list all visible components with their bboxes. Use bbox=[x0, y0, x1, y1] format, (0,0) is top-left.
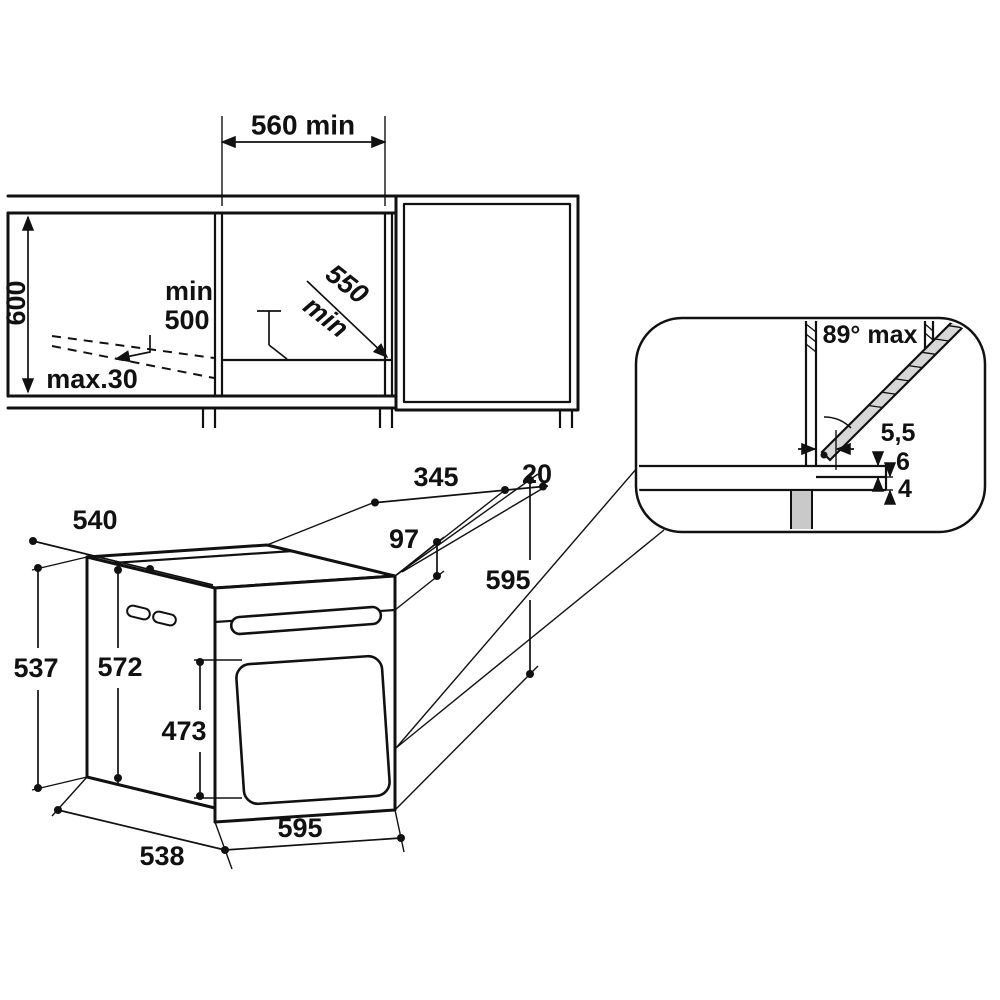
dim-rear-depth-345: 345 20 bbox=[266, 459, 552, 577]
lower-gap-label: 4 bbox=[898, 475, 912, 503]
hinge-detail-callout: 89° max 5,5 6 4 bbox=[634, 316, 987, 534]
niche-corner-pointer bbox=[257, 310, 288, 360]
plinth-dashed-line bbox=[51, 335, 215, 359]
panel-height-label: 97 bbox=[389, 524, 419, 554]
dim-door-height-473: 473 bbox=[161, 658, 242, 800]
dim-casing-height-537: 537 bbox=[13, 556, 88, 792]
label-min-depth: min 500 bbox=[114, 276, 213, 363]
plinth-recess-label: max.30 bbox=[46, 364, 138, 394]
rear-depth-label: 345 bbox=[413, 462, 458, 492]
front-width-label: 595 bbox=[277, 813, 322, 843]
oven-door-window bbox=[235, 654, 391, 806]
plinth-dashed-line bbox=[51, 345, 215, 379]
tall-unit bbox=[394, 194, 580, 412]
cabinet-section-view: 560 min 600 min 500 550 min max.30 bbox=[1, 110, 580, 428]
angle-arc bbox=[823, 416, 852, 429]
min-depth-word: min bbox=[165, 276, 213, 306]
bottom-depth-label: 538 bbox=[139, 841, 184, 871]
side-vent bbox=[152, 610, 177, 627]
dim-niche-height: 600 bbox=[1, 215, 35, 394]
dim-cutout-width: 560 min bbox=[220, 110, 387, 206]
side-vent bbox=[126, 604, 151, 621]
callout-frame bbox=[634, 316, 987, 534]
upper-gap-label: 6 bbox=[896, 448, 910, 476]
dim-side-gap: 5,5 bbox=[798, 419, 915, 470]
total-depth-label: 540 bbox=[72, 505, 117, 535]
oven-isometric-view bbox=[85, 543, 397, 824]
top-face-seam bbox=[112, 549, 294, 565]
niche-height-label: 600 bbox=[1, 280, 31, 325]
dim-front-height-595: 595 bbox=[394, 473, 539, 811]
door-angle-label: 89° max bbox=[823, 321, 918, 349]
door-height-label: 473 bbox=[161, 716, 206, 746]
front-height-label: 595 bbox=[485, 565, 530, 595]
door-handle bbox=[229, 605, 383, 636]
hinge-pivot bbox=[820, 451, 828, 459]
dim-panel-height-97: 97 bbox=[389, 524, 445, 611]
min-depth-value: 500 bbox=[164, 305, 209, 335]
label-clearance-550: 550 min bbox=[298, 258, 389, 359]
dim-lower-gap: 4 bbox=[883, 462, 912, 505]
dim-inner-height-572: 572 bbox=[97, 564, 143, 784]
dim-total-depth-540: 540 bbox=[29, 505, 214, 586]
cutout-width-label: 560 min bbox=[251, 110, 355, 141]
casing-height-label: 537 bbox=[13, 653, 58, 683]
inner-height-label: 572 bbox=[97, 652, 142, 682]
side-gap-label: 5,5 bbox=[881, 419, 916, 447]
oven-dimensions: 540 345 20 97 595 bbox=[13, 459, 552, 871]
oven-left-face bbox=[85, 555, 217, 810]
lower-panel-section bbox=[790, 489, 813, 529]
dim-front-width-595: 595 bbox=[214, 809, 405, 870]
